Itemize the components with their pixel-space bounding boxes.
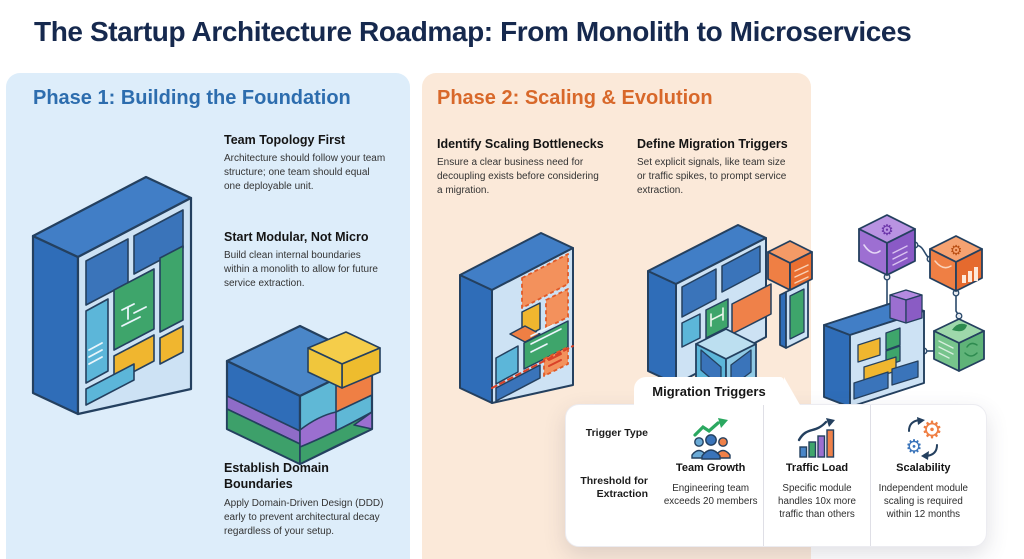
tab-label: Migration Triggers (652, 384, 766, 399)
item-title: Start Modular, Not Micro (224, 230, 369, 244)
item-body: Set explicit signals, like team size or … (637, 157, 787, 196)
trigger-threshold: Engineering team exceeds 20 members (663, 483, 758, 507)
trigger-threshold: Specific module handles 10x more traffic… (778, 483, 856, 520)
gear-icon: ⚙ (950, 243, 963, 259)
item-title: Define Migration Triggers (637, 137, 788, 151)
leaf-icon (952, 323, 967, 332)
trigger-column-traffic-load: Traffic Load Specific module handles 10x… (763, 405, 869, 546)
item-title: Identify Scaling Bottlenecks (437, 137, 604, 151)
item-title: Team Topology First (224, 133, 346, 147)
phase2-item-1: Identify Scaling Bottlenecks Ensure a cl… (437, 137, 617, 197)
page-title: The Startup Architecture Roadmap: From M… (34, 16, 912, 47)
svg-text:⚙: ⚙ (906, 436, 923, 458)
phase1-item-2: Start Modular, Not Micro Build clean int… (224, 230, 389, 290)
row-label-column: Trigger Type Threshold for Extraction (576, 405, 658, 546)
item-body: Apply Domain-Driven Design (DDD) early t… (224, 498, 384, 537)
phase1-item-3: Establish Domain Boundaries Apply Domain… (224, 461, 406, 539)
row-label-threshold: Threshold for Extraction (580, 474, 648, 501)
modular-monolith-illustration (31, 175, 193, 416)
row-label-trigger-type: Trigger Type (585, 427, 648, 439)
migration-triggers-table: Trigger Type Threshold for Extraction (566, 405, 986, 546)
trigger-threshold: Independent module scaling is required w… (878, 483, 968, 520)
item-body: Build clean internal boundaries within a… (224, 250, 378, 289)
svg-text:⚙: ⚙ (922, 416, 944, 444)
gear-icon: ⚙ (880, 221, 893, 239)
domain-boundaries-cube-illustration (225, 324, 381, 466)
trigger-label: Traffic Load (785, 462, 849, 474)
phase1-heading: Phase 1: Building the Foundation (33, 87, 351, 109)
extraction-boundary-line (491, 345, 574, 389)
item-body: Ensure a clear business need for decoupl… (437, 157, 599, 196)
trigger-label: Scalability (896, 462, 951, 474)
phase2-item-2: Define Migration Triggers Set explicit s… (637, 137, 807, 197)
item-body: Architecture should follow your team str… (224, 153, 386, 192)
scaling-bottlenecks-illustration (459, 232, 574, 404)
service-extraction-illustration (647, 224, 813, 395)
migration-triggers-card: Migration Triggers Trigger Type Threshol… (565, 377, 987, 547)
phase1-item-1: Team Topology First Architecture should … (224, 133, 389, 193)
trigger-column-team-growth: Team Growth Engineering team exceeds 20 … (658, 405, 763, 546)
green-service-cube (933, 318, 985, 372)
scalability-icon: ⚙ ⚙ (906, 416, 944, 460)
migration-triggers-tab: Migration Triggers (634, 377, 800, 405)
module-detail-lines (88, 303, 147, 365)
microservices-network-illustration: ⚙ ⚙ (823, 214, 985, 408)
team-growth-icon (690, 418, 731, 460)
item-title: Establish Domain Boundaries (224, 461, 329, 491)
phase2-heading: Phase 2: Scaling & Evolution (437, 87, 713, 109)
trigger-column-scalability: ⚙ ⚙ Scalability Independent module scali… (869, 405, 976, 546)
traffic-load-icon (797, 418, 835, 458)
bar-chart-icon (962, 267, 978, 283)
phase1-panel: Phase 1: Building the Foundation (6, 73, 410, 559)
trigger-label: Team Growth (675, 462, 746, 474)
